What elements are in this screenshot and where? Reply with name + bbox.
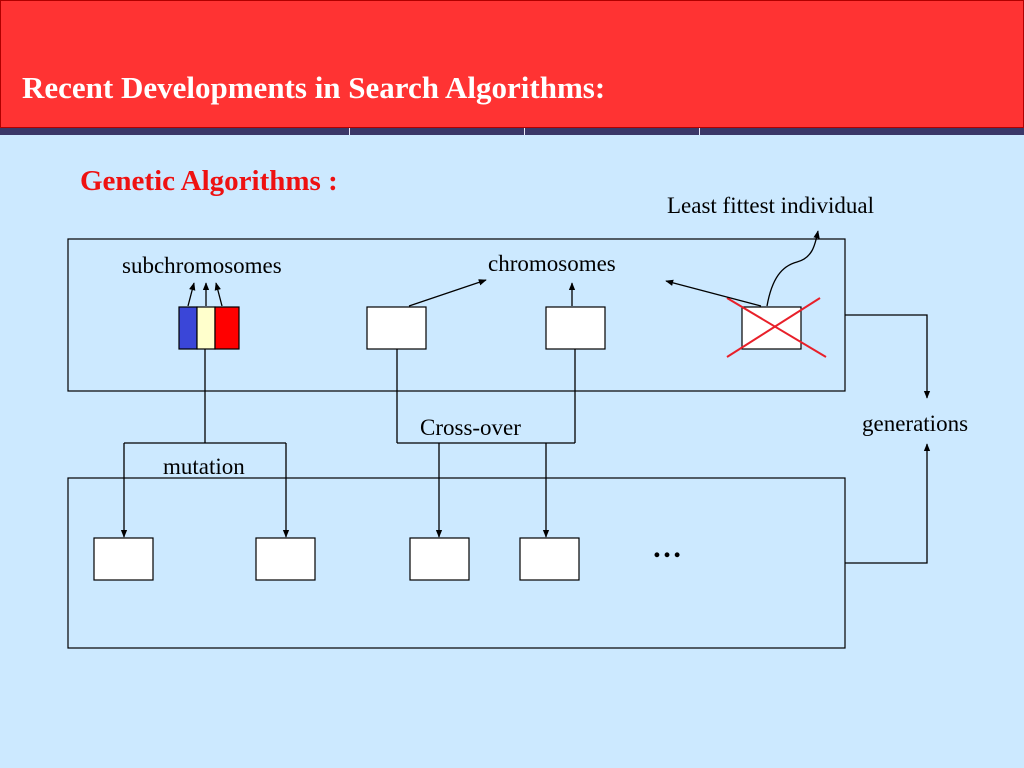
header-band-tick bbox=[524, 128, 525, 135]
header-band-tick bbox=[699, 128, 700, 135]
slide-header bbox=[0, 0, 1024, 128]
slide-title: Recent Developments in Search Algorithms… bbox=[22, 70, 606, 105]
eliminated-cross-mark bbox=[726, 297, 827, 358]
chromosomes-label: chromosomes bbox=[488, 251, 616, 276]
crossover-flow bbox=[396, 349, 576, 538]
crossover-label: Cross-over bbox=[420, 415, 521, 440]
generations-label: generations bbox=[862, 411, 968, 436]
header-band-tick bbox=[349, 128, 350, 135]
offspring-chromosome-box bbox=[93, 537, 154, 581]
subchromosomes-label: subchromosomes bbox=[122, 253, 282, 278]
chromosome-arrows bbox=[408, 230, 820, 307]
offspring-chromosome-box bbox=[255, 537, 316, 581]
subchromosome-cream bbox=[196, 306, 216, 350]
generations-flow bbox=[845, 314, 931, 564]
subchromosome-blue bbox=[178, 306, 198, 350]
subchromosome-red bbox=[214, 306, 240, 350]
chromosome-box bbox=[545, 306, 606, 350]
section-heading: Genetic Algorithms : bbox=[80, 165, 338, 197]
chromosome-box bbox=[366, 306, 427, 350]
offspring-chromosome-box bbox=[409, 537, 470, 581]
mutation-label: mutation bbox=[163, 454, 245, 479]
header-band bbox=[0, 128, 1024, 135]
mutation-flow bbox=[120, 349, 290, 538]
subchromosome-chromosome bbox=[178, 306, 240, 350]
subchromosome-arrows bbox=[187, 282, 223, 307]
least-fittest-label: Least fittest individual bbox=[667, 193, 874, 218]
offspring-chromosome-box bbox=[519, 537, 580, 581]
more-offspring-ellipsis: … bbox=[652, 531, 682, 564]
